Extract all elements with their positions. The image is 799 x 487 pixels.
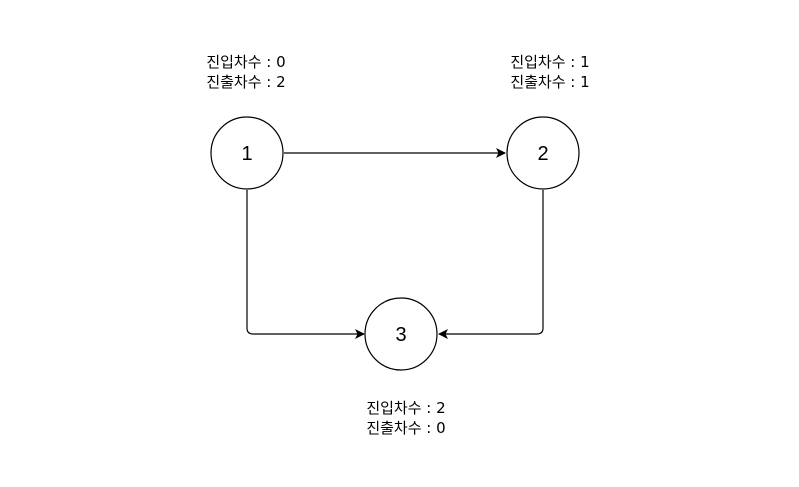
node-1-outdegree: 진출차수 : 2 bbox=[206, 73, 286, 91]
node-1-circle bbox=[210, 116, 284, 190]
node-1-indegree: 진입차수 : 0 bbox=[206, 53, 286, 71]
node-2-circle bbox=[506, 116, 580, 190]
node-2-outdegree: 진출차수 : 1 bbox=[510, 73, 590, 91]
node-1[interactable]: 1 bbox=[210, 116, 284, 190]
node-3-circle bbox=[364, 297, 438, 371]
node-3-label: 3 bbox=[395, 324, 406, 346]
edge-2-to-3 bbox=[438, 190, 544, 339]
node-3-indegree: 진입차수 : 2 bbox=[366, 399, 446, 417]
node-2-degree-label: 진입차수 : 1 진출차수 : 1 bbox=[490, 52, 610, 92]
node-3-outdegree: 진출차수 : 0 bbox=[366, 419, 446, 437]
node-3[interactable]: 3 bbox=[364, 297, 438, 371]
node-2[interactable]: 2 bbox=[506, 116, 580, 190]
node-1-label: 1 bbox=[241, 143, 252, 165]
node-2-label: 2 bbox=[537, 143, 548, 165]
edge-1-to-3 bbox=[246, 190, 365, 339]
node-3-degree-label: 진입차수 : 2 진출차수 : 0 bbox=[346, 398, 466, 438]
node-1-degree-label: 진입차수 : 0 진출차수 : 2 bbox=[186, 52, 306, 92]
node-2-indegree: 진입차수 : 1 bbox=[510, 53, 590, 71]
